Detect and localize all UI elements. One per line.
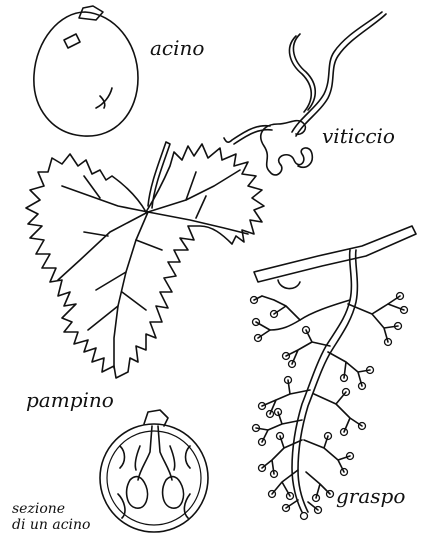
label-sezione-line2: di un acino (12, 517, 90, 533)
label-graspo: graspo (336, 486, 405, 506)
label-sezione-di-un-acino: sezione di un acino (12, 501, 90, 533)
tendril-drawing (224, 12, 386, 175)
grape-berry-drawing (34, 6, 138, 136)
vine-leaf-drawing (26, 142, 264, 378)
label-viticcio: viticcio (322, 126, 395, 146)
label-acino: acino (150, 38, 204, 58)
grape-stalk-drawing (251, 226, 417, 520)
berry-section-drawing (100, 410, 208, 532)
label-pampino: pampino (26, 390, 114, 410)
label-sezione-line1: sezione (12, 501, 90, 517)
